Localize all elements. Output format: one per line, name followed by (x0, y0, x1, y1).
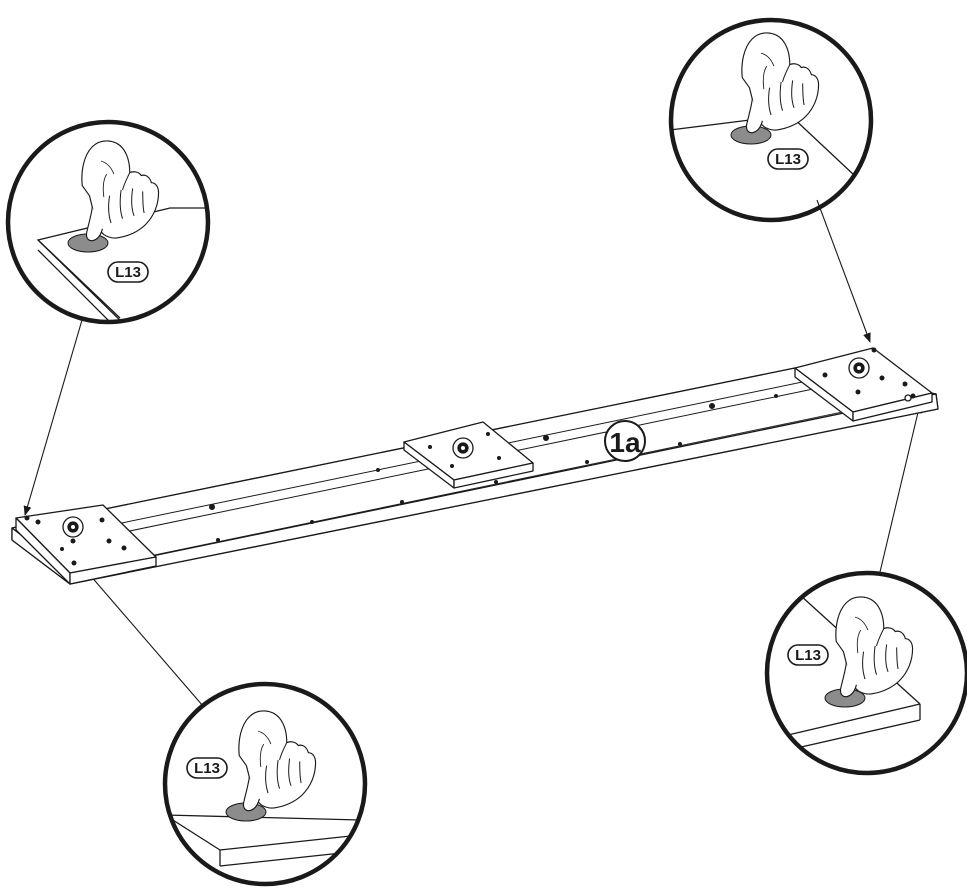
callout-bottom-right: L13 (764, 570, 967, 776)
arrow-top-right (816, 199, 871, 343)
arrow-bottom-left (82, 566, 204, 707)
part-label-text: 1a (609, 427, 641, 458)
arrow-top-left (23, 319, 83, 516)
callout-top-left: L13 (5, 119, 211, 325)
badge-bottom-right (787, 644, 829, 666)
badge-text-bottom-left: L13 (194, 760, 220, 777)
badge-top-left (107, 261, 149, 283)
pad-right (794, 347, 933, 422)
badge-text-top-right: L13 (775, 151, 801, 168)
pad-left (15, 504, 157, 585)
leader-arrows (23, 199, 922, 707)
callout-top-right: L13 (668, 17, 874, 223)
arrow-bottom-right (879, 403, 922, 573)
beam-holes (209, 394, 778, 542)
badge-text-bottom-right: L13 (795, 647, 821, 664)
badge-text-top-left: L13 (115, 264, 141, 281)
pad-center (403, 421, 534, 489)
callout-bottom-left: L13 (162, 681, 368, 887)
badge-bottom-left (186, 757, 228, 779)
badge-top-right (767, 148, 809, 170)
part-label-1a: 1a (604, 420, 646, 462)
